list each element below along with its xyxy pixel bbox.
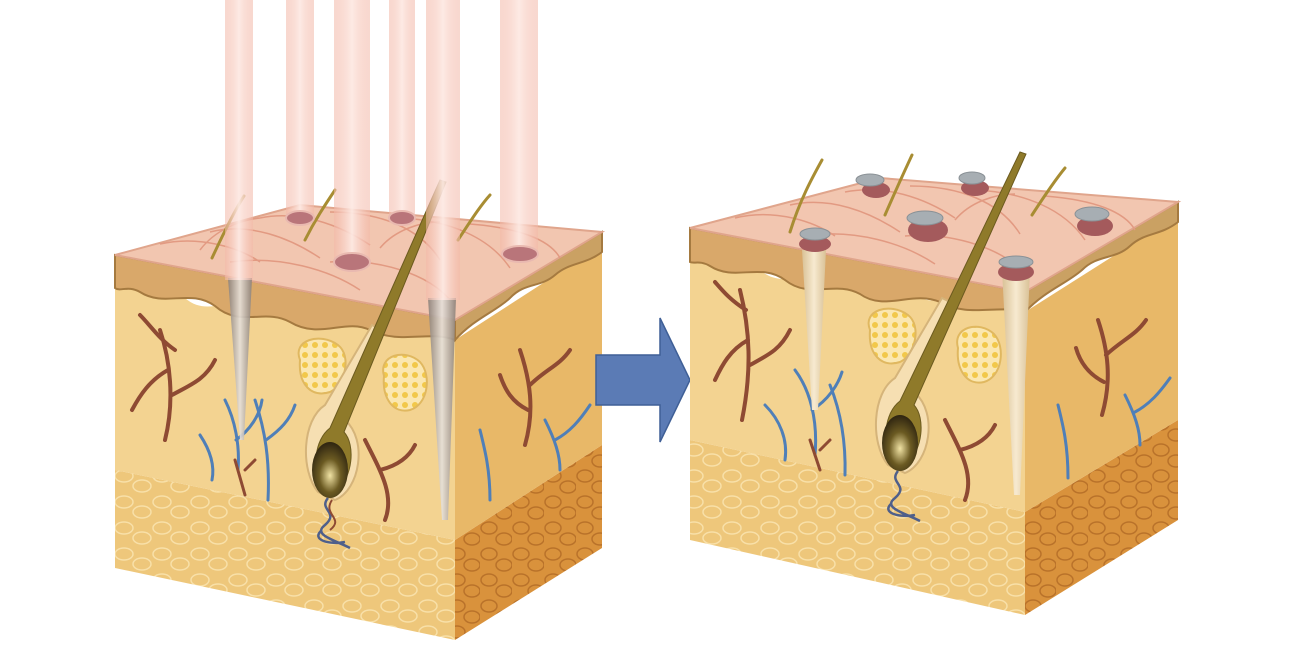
blood-vessel-icon <box>713 280 1172 502</box>
gland-icon <box>382 353 428 412</box>
healing-channel <box>802 250 826 410</box>
healing-channel <box>1002 270 1030 495</box>
hair-nerve <box>328 499 337 531</box>
laser-channel <box>228 278 252 440</box>
laser-channel <box>428 298 456 520</box>
laser-beam-icon <box>225 0 538 300</box>
gland-icon <box>297 337 347 395</box>
fat-layer-side <box>1025 420 1178 615</box>
arrow-right-icon <box>595 317 691 443</box>
fat-layer-side <box>455 445 602 640</box>
epidermis-side <box>454 230 603 343</box>
blood-vessel-icon <box>130 313 592 522</box>
epidermis-front <box>689 226 1026 314</box>
fat-layer-front <box>690 440 1025 615</box>
skin-block-after <box>689 151 1182 615</box>
epidermis-front <box>114 253 456 342</box>
hair-icon <box>788 153 1067 234</box>
crust-spot <box>799 171 1113 281</box>
hair-nerve <box>317 497 351 550</box>
laser-spot <box>285 210 539 272</box>
fat-layer-front <box>115 470 455 640</box>
hair-bulb <box>882 415 918 471</box>
hair-nerve <box>887 470 921 523</box>
epidermis-side <box>1024 200 1179 315</box>
gland-icon <box>956 325 1002 384</box>
skin-block-before <box>114 0 606 640</box>
gland-icon <box>867 307 917 365</box>
hair-bulb <box>312 442 348 498</box>
